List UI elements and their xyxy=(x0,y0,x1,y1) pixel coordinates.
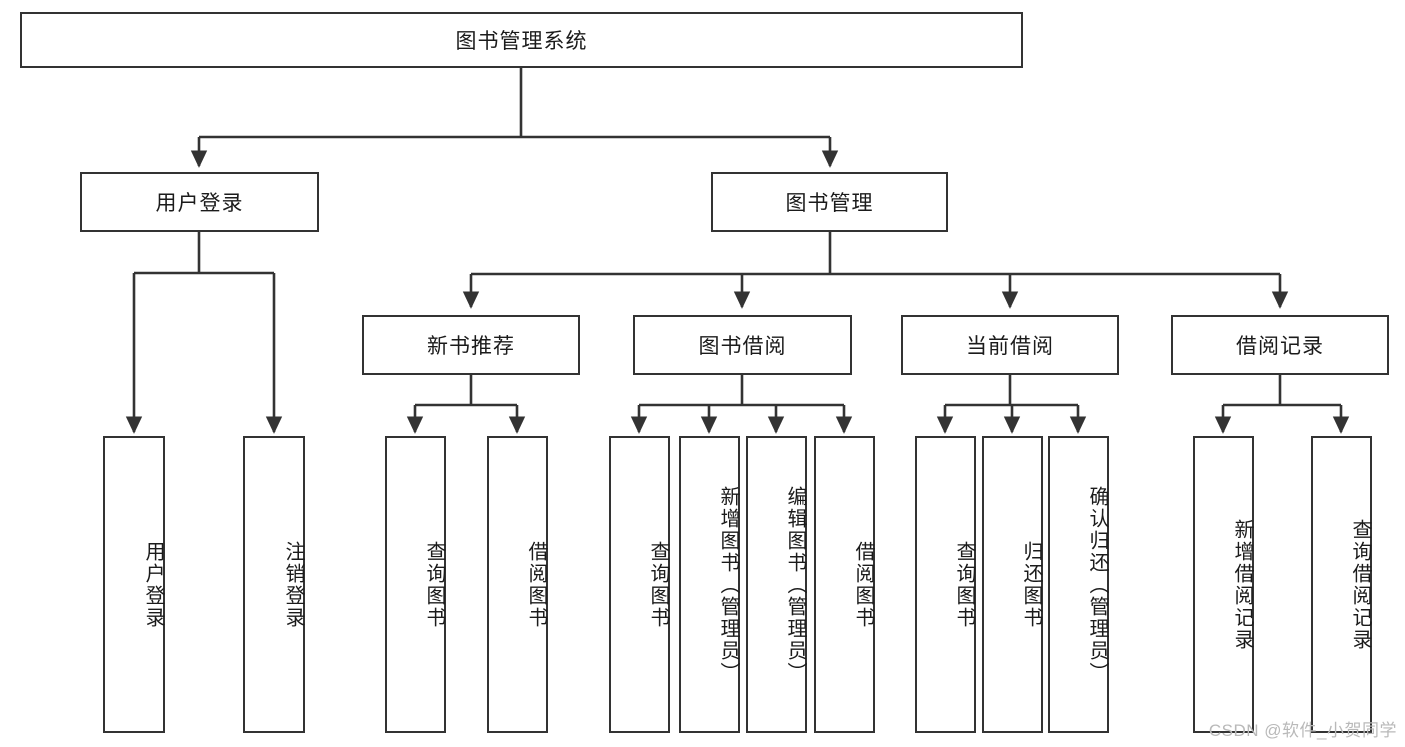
node-borrow-record[interactable]: 借阅记录 xyxy=(1171,315,1389,375)
leaf-user-login-logout[interactable]: 注销登录 xyxy=(243,436,305,733)
node-label: 借阅记录 xyxy=(1236,335,1324,358)
leaf-borrow-record-query[interactable]: 查询借阅记录 xyxy=(1311,436,1372,733)
node-label: 查询借阅记录 xyxy=(1349,518,1371,651)
node-label: 注销登录 xyxy=(282,540,304,629)
node-label: 归还图书 xyxy=(1020,540,1042,629)
node-label: 查询图书 xyxy=(953,540,975,629)
leaf-user-login-login[interactable]: 用户登录 xyxy=(103,436,165,733)
leaf-current-borrow-query[interactable]: 查询图书 xyxy=(915,436,976,733)
node-new-book-recommend[interactable]: 新书推荐 xyxy=(362,315,580,375)
leaf-current-borrow-confirm-return[interactable]: 确认归还（管理员） xyxy=(1048,436,1109,733)
node-label: 图书管理系统 xyxy=(455,30,588,53)
node-label: 新书推荐 xyxy=(427,335,515,358)
node-label: 新增借阅记录 xyxy=(1231,518,1253,651)
node-label: 用户登录 xyxy=(155,192,244,215)
leaf-current-borrow-return[interactable]: 归还图书 xyxy=(982,436,1043,733)
leaf-book-borrow-query[interactable]: 查询图书 xyxy=(609,436,670,733)
node-label: 新增图书（管理员） xyxy=(717,485,739,684)
node-root-system[interactable]: 图书管理系统 xyxy=(20,12,1023,68)
node-label: 查询图书 xyxy=(423,540,445,629)
leaf-borrow-record-add[interactable]: 新增借阅记录 xyxy=(1193,436,1254,733)
node-current-borrow[interactable]: 当前借阅 xyxy=(901,315,1119,375)
node-label: 当前借阅 xyxy=(966,335,1054,358)
node-label: 确认归还（管理员） xyxy=(1086,485,1108,684)
leaf-book-borrow-add[interactable]: 新增图书（管理员） xyxy=(679,436,740,733)
node-label: 图书借阅 xyxy=(698,335,787,358)
node-book-management[interactable]: 图书管理 xyxy=(711,172,948,232)
node-label: 编辑图书（管理员） xyxy=(784,485,806,684)
leaf-new-book-borrow[interactable]: 借阅图书 xyxy=(487,436,548,733)
node-label: 借阅图书 xyxy=(852,540,874,629)
watermark: CSDN @软件_小贺同学 xyxy=(1208,721,1397,740)
leaf-new-book-query[interactable]: 查询图书 xyxy=(385,436,446,733)
node-label: 查询图书 xyxy=(647,540,669,629)
node-user-login[interactable]: 用户登录 xyxy=(80,172,319,232)
node-label: 借阅图书 xyxy=(525,540,547,629)
node-book-borrow[interactable]: 图书借阅 xyxy=(633,315,852,375)
node-label: 图书管理 xyxy=(785,192,874,215)
node-label: 用户登录 xyxy=(142,540,164,629)
leaf-book-borrow-edit[interactable]: 编辑图书（管理员） xyxy=(746,436,807,733)
leaf-book-borrow-borrow[interactable]: 借阅图书 xyxy=(814,436,875,733)
